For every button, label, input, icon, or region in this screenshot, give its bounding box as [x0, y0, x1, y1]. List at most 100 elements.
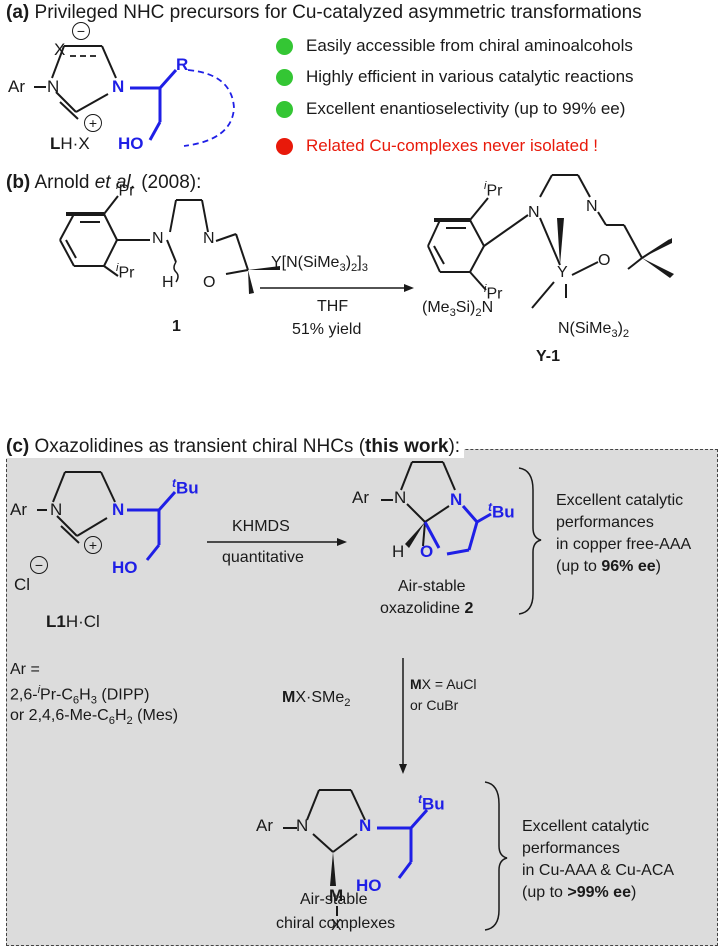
bullet-dot-green-2 [276, 69, 293, 86]
c-perf2-l2: performances [522, 840, 620, 857]
c-compound-rest: H·Cl [65, 612, 100, 631]
c-ox-l1: Air-stable [398, 578, 466, 595]
cation-charge-circle: + [84, 114, 102, 132]
ipr-sup: i [116, 262, 119, 274]
anion-symbol: X [54, 40, 66, 59]
tbu-sup: t [488, 500, 492, 514]
c-ox-n2: N [450, 490, 463, 509]
c-perf2-bold: >99% ee [567, 884, 631, 901]
tbu-text: Bu [492, 502, 515, 522]
c-l1-cl: Cl [14, 575, 31, 594]
y1-o: O [598, 252, 611, 269]
compound-l-rest: H·X [60, 134, 90, 153]
c-cx-ar: Ar [256, 816, 273, 835]
ipr-sup: i [116, 180, 119, 192]
anion-charge-circle: − [72, 22, 90, 40]
c-perf2-l4: (up to >99% ee) [522, 884, 636, 902]
c-l1-plus-circle: + [84, 536, 102, 554]
panel-a-anion: X [54, 40, 65, 60]
panel-a-ar: Ar [8, 77, 25, 96]
tbu-sup: t [418, 792, 422, 806]
bullet-text-4: Related Cu-complexes never isolated ! [306, 136, 598, 155]
bullet-text-2: Highly efficient in various catalytic re… [306, 67, 634, 86]
anion-charge: − [76, 23, 86, 39]
c-perf2-l3: in Cu-AAA & Cu-ACA [522, 862, 675, 879]
panel-a-n2: N [112, 77, 125, 96]
compound-y1-label: Y-1 [536, 348, 561, 365]
ipr-text: Pr [486, 182, 503, 200]
c-l1-ho: HO [112, 558, 138, 577]
c-ox-n1: N [394, 488, 407, 507]
panel-b-header: (b) Arnold et al. (2008): [6, 172, 201, 194]
b1-n-right: N [203, 230, 215, 247]
tbu-sup: t [172, 476, 176, 490]
y1-amide-left: (Me3Si)2N [422, 299, 494, 320]
panel-c-title: Oxazolidines as transient chiral NHCs ( [34, 436, 366, 457]
panel-a-compound: LH·X [50, 134, 90, 154]
c-cx-m: M [329, 886, 344, 905]
panel-a-title: Privileged NHC precursors for Cu-catalyz… [34, 2, 642, 23]
c-ox-ar: Ar [352, 488, 369, 507]
panel-b-letter: (b) [6, 172, 31, 193]
c-l1-minus: − [34, 557, 44, 573]
bullet-dot-green-1 [276, 38, 293, 55]
panel-c-header: (c) Oxazolidines as transient chiral NHC… [6, 436, 465, 458]
panel-b-author: Arnold [34, 172, 90, 193]
c-ox-tbu: tBu [488, 500, 515, 523]
panel-a-r: R [176, 55, 189, 74]
c-mx-def2: or CuBr [410, 697, 459, 713]
panel-c-letter: (c) [6, 436, 30, 457]
c-ar-opt1: 2,6-iPr-C6H3 (DIPP) [10, 684, 150, 707]
c-perf1-pre: (up to [556, 558, 602, 575]
tbu-text: Bu [176, 478, 199, 498]
y1-n-right: N [586, 198, 598, 215]
cation-charge: + [88, 115, 98, 131]
y1-ipr-bottom: iPr [484, 283, 502, 303]
y1-amide-bottom: N(SiMe3)2 [558, 320, 630, 341]
bullet-dot-red [276, 138, 293, 155]
b1-h: H [162, 274, 174, 291]
c-perf1-l4: (up to 96% ee) [556, 558, 661, 576]
panel-a-letter: (a) [6, 2, 30, 23]
y1-n-left: N [528, 204, 540, 221]
panel-c-bonds [37, 461, 542, 931]
b-yield: 51% yield [292, 321, 362, 338]
ipr-text: Pr [118, 264, 135, 282]
c-ox-num: 2 [464, 600, 474, 617]
compound-1-label: 1 [172, 318, 181, 335]
c-ox-o: O [420, 542, 434, 561]
c-reagent: KHMDS [232, 518, 290, 535]
panel-b-year: (2008): [141, 172, 202, 193]
b1-ipr-bottom: iPr [116, 262, 134, 282]
y1-ipr-top: iPr [484, 180, 502, 200]
panel-c-title-bold: this work [365, 436, 449, 457]
c-ar-def: Ar = [10, 661, 40, 678]
panel-c-box [6, 449, 718, 946]
bullet-dot-green-3 [276, 101, 293, 118]
panel-b-etal: et al. [94, 172, 136, 193]
c-l1-ar: Ar [10, 500, 27, 519]
ipr-text: Pr [118, 182, 135, 200]
c-l1-plus: + [88, 537, 98, 553]
c-cx-x: X [331, 917, 342, 934]
bullet-text-3: Excellent enantioselectivity (up to 99% … [306, 99, 626, 118]
c-l1-minus-circle: − [30, 556, 48, 574]
ipr-sup: i [484, 283, 487, 295]
c-l1-n1: N [50, 500, 63, 519]
c-l1-tbu: tBu [172, 476, 199, 499]
c-perf1-bold: 96% ee [601, 558, 656, 575]
c-cx-l1: Air-stable [300, 891, 368, 908]
c-perf1-post: ) [655, 558, 661, 575]
c-perf2-post: ) [630, 884, 637, 901]
c-l1-n2: N [112, 500, 125, 519]
c-mx-def1: MX = AuCl [410, 676, 477, 692]
bullet-text-1: Easily accessible from chiral aminoalcoh… [306, 36, 633, 55]
c-cx-ho: HO [356, 876, 382, 895]
c-perf1-l1: Excellent catalytic [556, 492, 684, 509]
panel-c-title-end: ): [448, 436, 461, 457]
y1-y: Y [557, 264, 568, 281]
c-ar-opt2: or 2,4,6-Me-C6H2 (Mes) [10, 707, 179, 728]
panel-a-header: (a) Privileged NHC precursors for Cu-cat… [6, 2, 642, 24]
panel-a-n1: N [47, 77, 60, 96]
